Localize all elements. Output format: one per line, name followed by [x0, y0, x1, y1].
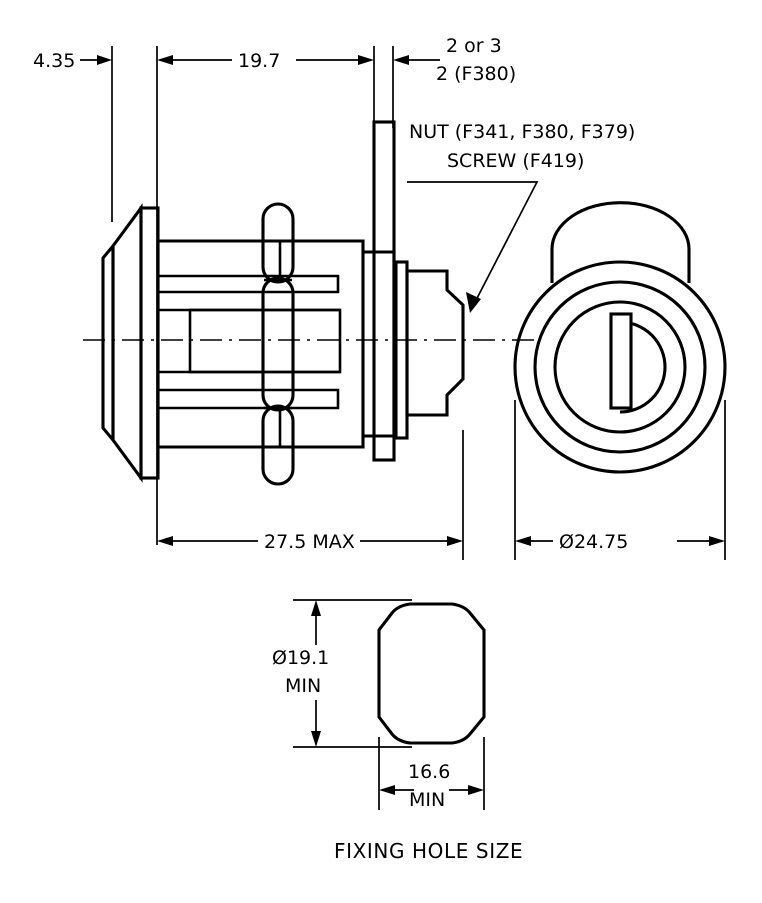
- front-face-view: [513, 201, 727, 474]
- dim-barrel-length: 19.7: [157, 50, 374, 72]
- nut-body: [405, 269, 465, 417]
- flange-taper: [111, 203, 143, 483]
- fixing-hole-caption: FIXING HOLE SIZE: [334, 839, 523, 863]
- barrel-right-shoulder: [363, 250, 396, 438]
- pin-chamber-upper: [278, 241, 340, 294]
- dim-head-diameter: Ø24.75: [515, 531, 725, 553]
- arrowhead-hole-right: [468, 785, 484, 795]
- arrowhead-nut-leader: [466, 292, 481, 313]
- arrowhead-hole-bottom: [311, 731, 321, 747]
- arrowhead-barrel-left: [157, 55, 173, 65]
- cam-tail-plate: [372, 120, 396, 462]
- arrowhead-face-left: [515, 536, 531, 546]
- dim-overall-length: 27.5 MAX: [157, 531, 463, 553]
- arrowhead-overall-right: [447, 536, 463, 546]
- dim-cam-thickness: 2 or 3 2 (F380): [393, 35, 516, 85]
- arrowhead-barrel-right: [358, 55, 374, 65]
- dim-flange-thickness: 4.35: [33, 50, 112, 72]
- face-inner-circle: [553, 300, 687, 434]
- dim-label-flange-thickness: 4.35: [33, 50, 75, 72]
- dim-label-hole-width-line2: MIN: [409, 789, 445, 811]
- side-section-view: [83, 120, 540, 486]
- arrowhead-hole-left: [379, 785, 395, 795]
- nut-screw-note-group: NUT (F341, F380, F379) SCREW (F419): [407, 121, 635, 313]
- washer-plate: [394, 260, 409, 440]
- face-outer-circle: [513, 260, 727, 474]
- arrowhead-hole-top: [311, 600, 321, 616]
- arrowhead-flange-right: [97, 55, 112, 65]
- housing-top-cap: [550, 201, 691, 283]
- dim-label-barrel-length: 19.7: [238, 50, 280, 72]
- note-label-screw: SCREW (F419): [447, 150, 584, 172]
- arrowhead-overall-left: [157, 536, 173, 546]
- pin-segment-bottom: [261, 404, 295, 486]
- dim-label-head-diameter: Ø24.75: [559, 531, 628, 553]
- dim-label-hole-height-line1: Ø19.1: [272, 647, 329, 669]
- dim-hole-width: 16.6 MIN: [379, 761, 484, 811]
- bottom-dimension-group: 27.5 MAX Ø24.75: [157, 400, 726, 560]
- pin-chamber-lower: [278, 388, 340, 447]
- flange-plate: [139, 206, 160, 480]
- keyway-arc: [619, 320, 667, 414]
- barrel-body: [156, 239, 365, 449]
- pin-segment-middle: [261, 276, 295, 412]
- dim-label-hole-height-line2: MIN: [285, 675, 321, 697]
- face-middle-circle: [533, 280, 707, 454]
- dim-hole-height: Ø19.1 MIN: [272, 600, 329, 747]
- note-label-nut: NUT (F341, F380, F379): [409, 121, 635, 143]
- fixing-hole-outline: [377, 602, 486, 745]
- top-dimension-group: 4.35 19.7 2 or 3 2 (F380): [33, 35, 516, 545]
- fixing-hole-profile-view: Ø19.1 MIN 16.6 MIN FIXING HOLE SIZE: [272, 599, 523, 863]
- dim-label-cam-thickness-line2: 2 (F380): [436, 63, 516, 85]
- arrowhead-cam-left: [393, 55, 409, 65]
- arrowhead-face-right: [709, 536, 725, 546]
- plug-core-rect: [188, 308, 342, 374]
- dim-label-hole-width-line1: 16.6: [408, 761, 450, 783]
- dim-label-cam-thickness-line1: 2 or 3: [446, 35, 502, 57]
- keyway-slot: [609, 312, 633, 410]
- dim-label-overall-length: 27.5 MAX: [264, 531, 355, 553]
- pin-segment-top: [261, 202, 295, 284]
- leader-line-nut-screw: [407, 181, 539, 307]
